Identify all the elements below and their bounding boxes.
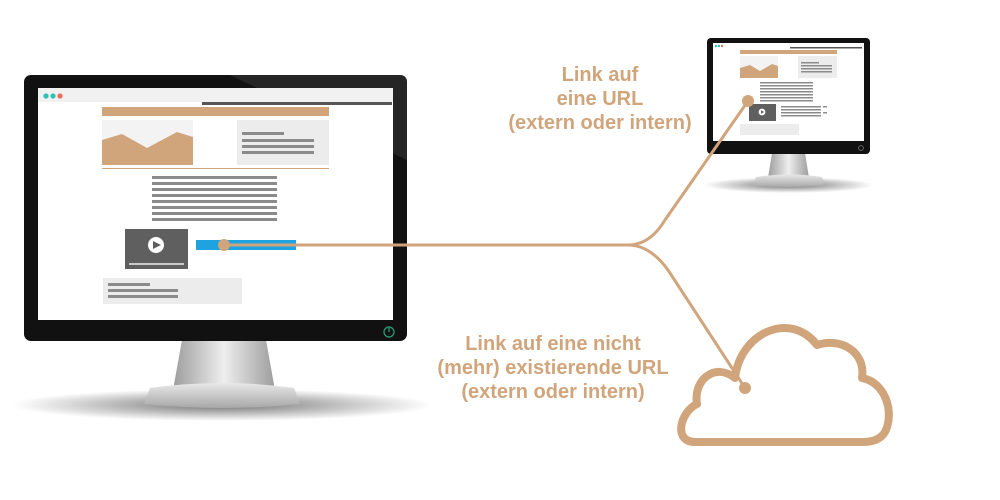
page-header-bar: [102, 107, 329, 116]
footer-text-lines: [108, 283, 178, 298]
dead-link-label: Link auf eine nicht (mehr) existierende …: [388, 332, 718, 404]
small-side-text-lines: [781, 106, 827, 117]
connector-end-node-dead: [739, 382, 751, 394]
small-power-icon: [858, 145, 864, 151]
valid-link-label-line-3: (extern oder intern): [508, 112, 692, 134]
browser-titlebar: [38, 88, 393, 102]
valid-link-label: Link auf eine URL (extern oder intern): [455, 63, 745, 135]
small-video-thumbnail: [749, 104, 776, 121]
connector-end-node-valid: [742, 95, 754, 107]
small-address-bar: [790, 47, 862, 49]
link-connector: [222, 99, 750, 390]
small-monitor: [704, 38, 874, 193]
content-divider: [102, 168, 329, 169]
large-monitor-stand-base: [144, 383, 300, 408]
small-article-text-lines: [760, 82, 813, 102]
small-monitor-stand-base: [753, 174, 825, 187]
power-icon[interactable]: [383, 326, 395, 338]
cloud-icon: [677, 324, 893, 446]
sidebar-text-lines: [242, 132, 314, 154]
video-progress-bar: [129, 263, 184, 265]
dead-link-label-line-2: (mehr) existierende URL: [437, 357, 669, 379]
dead-link-label-line-1: Link auf eine nicht: [465, 333, 641, 355]
valid-link-label-line-1: Link auf: [561, 64, 639, 86]
connector-branch-dead: [626, 243, 747, 390]
small-window-control-dots: [714, 44, 724, 48]
valid-link-label-line-2: eine URL: [556, 88, 644, 110]
connector-start-node: [218, 239, 230, 251]
sidebar-box: [237, 120, 329, 165]
hero-image-mountain: [102, 132, 193, 165]
video-player-thumbnail[interactable]: [125, 229, 188, 269]
small-sidebar-text-lines: [801, 62, 832, 73]
large-monitor-stand: [173, 340, 275, 390]
window-control-dots: [43, 93, 63, 99]
small-sidebar-box: [798, 56, 837, 78]
small-footer-box: [740, 124, 799, 135]
dead-link-label-line-3: (extern oder intern): [461, 381, 645, 403]
small-monitor-stand: [768, 153, 809, 178]
small-hero-mountain: [740, 64, 778, 78]
browser-address-bar: [202, 102, 392, 105]
large-monitor: [12, 75, 432, 421]
article-text-lines: [152, 176, 277, 221]
small-page-header-bar: [740, 50, 837, 54]
